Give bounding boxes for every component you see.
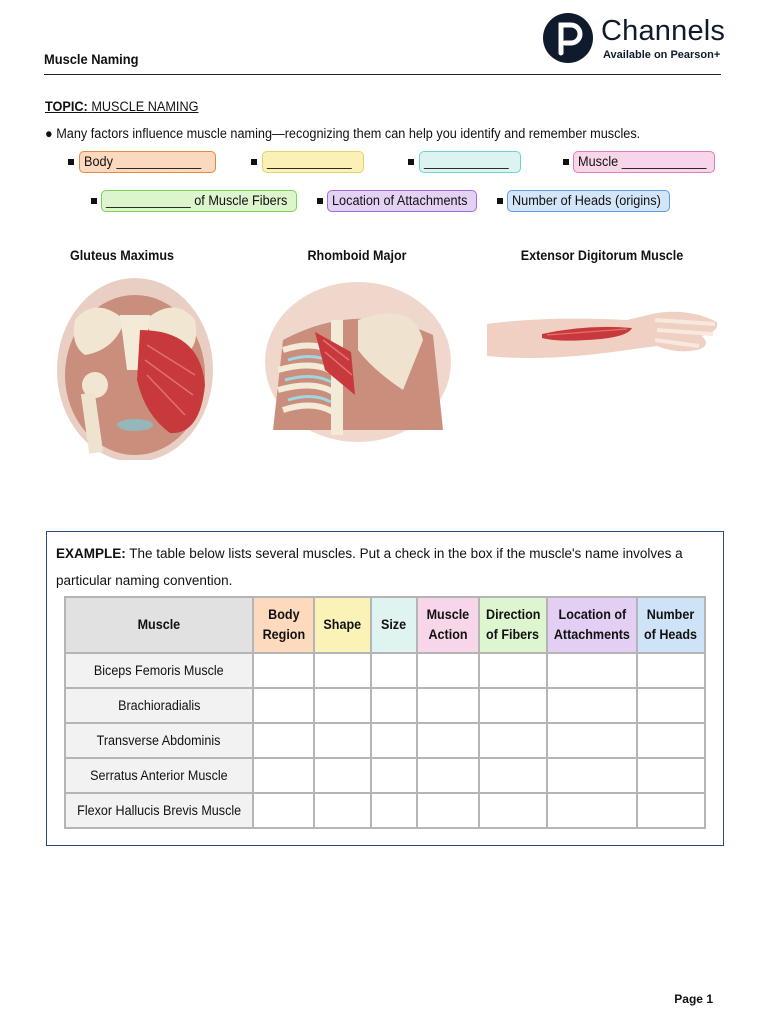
topic-heading: TOPIC: MUSCLE NAMING	[45, 99, 198, 114]
checkbox-cell[interactable]	[370, 687, 418, 724]
page-number: Page 1	[674, 992, 713, 1006]
bullet-square	[408, 159, 414, 165]
checkbox-cell[interactable]	[636, 687, 706, 724]
checkbox-cell[interactable]	[416, 687, 480, 724]
checkbox-cell[interactable]	[370, 757, 418, 794]
factor-size: ____________	[419, 151, 521, 173]
topic-value: MUSCLE NAMING	[91, 99, 199, 114]
checkbox-cell[interactable]	[313, 792, 372, 829]
checkbox-cell[interactable]	[252, 757, 315, 794]
checkbox-cell[interactable]	[478, 652, 548, 689]
muscle-name-cell: Biceps Femoris Muscle	[64, 652, 254, 689]
checkbox-cell[interactable]	[313, 757, 372, 794]
checkbox-cell[interactable]	[636, 652, 706, 689]
header-muscle: Muscle	[64, 596, 254, 654]
table-row: Transverse Abdominis	[64, 722, 706, 759]
pearson-p-icon	[543, 13, 593, 63]
header-size: Size	[370, 596, 418, 654]
muscle-name-cell: Serratus Anterior Muscle	[64, 757, 254, 794]
example-text: The table below lists several muscles. P…	[56, 546, 683, 588]
example-label: EXAMPLE:	[56, 546, 126, 561]
example-box	[46, 531, 724, 846]
checkbox-cell[interactable]	[416, 722, 480, 759]
channels-logo: Channels Available on Pearson+	[543, 13, 726, 67]
checkbox-cell[interactable]	[370, 652, 418, 689]
checkbox-cell[interactable]	[416, 652, 480, 689]
checkbox-cell[interactable]	[416, 757, 480, 794]
checkbox-cell[interactable]	[313, 722, 372, 759]
checkbox-cell[interactable]	[546, 792, 638, 829]
bullet-square	[497, 198, 503, 204]
topic-label: TOPIC:	[45, 99, 88, 114]
bullet-square	[251, 159, 257, 165]
table-row: Biceps Femoris Muscle	[64, 652, 706, 689]
checkbox-cell[interactable]	[252, 722, 315, 759]
factor-direction-of-fibers: ____________ of Muscle Fibers	[101, 190, 297, 212]
header-shape: Shape	[313, 596, 372, 654]
muscle-name-cell: Transverse Abdominis	[64, 722, 254, 759]
muscle-name-cell: Flexor Hallucis Brevis Muscle	[64, 792, 254, 829]
factor-muscle-action: Muscle ____________	[573, 151, 715, 173]
document-title: Muscle Naming	[44, 51, 139, 67]
header-divider	[44, 74, 721, 75]
bullet-square	[563, 159, 569, 165]
table-row: Brachioradialis	[64, 687, 706, 724]
bullet-square	[317, 198, 323, 204]
rhomboid-major-illustration	[263, 280, 453, 445]
factor-body-region: Body ____________	[79, 151, 216, 173]
checkbox-cell[interactable]	[546, 757, 638, 794]
table-row: Serratus Anterior Muscle	[64, 757, 706, 794]
checkbox-cell[interactable]	[546, 722, 638, 759]
figure-label-gluteus-maximus: Gluteus Maximus	[70, 248, 174, 263]
example-instructions: EXAMPLE: The table below lists several m…	[56, 540, 706, 594]
checkbox-cell[interactable]	[546, 652, 638, 689]
table-row: Flexor Hallucis Brevis Muscle	[64, 792, 706, 829]
checkbox-cell[interactable]	[370, 792, 418, 829]
checkbox-cell[interactable]	[478, 687, 548, 724]
checkbox-cell[interactable]	[636, 722, 706, 759]
checkbox-cell[interactable]	[636, 757, 706, 794]
checkbox-cell[interactable]	[252, 687, 315, 724]
extensor-digitorum-illustration	[487, 302, 720, 372]
checkbox-cell[interactable]	[370, 722, 418, 759]
brand-name: Channels	[601, 15, 726, 47]
checkbox-cell[interactable]	[546, 687, 638, 724]
gluteus-maximus-illustration	[55, 275, 215, 462]
checkbox-cell[interactable]	[252, 792, 315, 829]
factor-location-of-attachments: Location of Attachments	[327, 190, 477, 212]
figure-label-extensor-digitorum: Extensor Digitorum Muscle	[520, 248, 684, 263]
checkbox-cell[interactable]	[636, 792, 706, 829]
checkbox-cell[interactable]	[313, 652, 372, 689]
checkbox-cell[interactable]	[252, 652, 315, 689]
bullet-square	[68, 159, 74, 165]
brand-tagline: Available on Pearson+	[603, 49, 721, 61]
intro-text: ● Many factors influence muscle naming—r…	[45, 126, 641, 141]
bullet-square	[91, 198, 97, 204]
checkbox-cell[interactable]	[478, 757, 548, 794]
muscle-name-cell: Brachioradialis	[64, 687, 254, 724]
checkbox-cell[interactable]	[313, 687, 372, 724]
checkbox-cell[interactable]	[478, 722, 548, 759]
figure-label-rhomboid-major: Rhomboid Major	[307, 248, 407, 263]
checkbox-cell[interactable]	[478, 792, 548, 829]
checkbox-cell[interactable]	[416, 792, 480, 829]
factor-number-of-heads: Number of Heads (origins)	[507, 190, 670, 212]
factor-shape: ____________	[262, 151, 364, 173]
